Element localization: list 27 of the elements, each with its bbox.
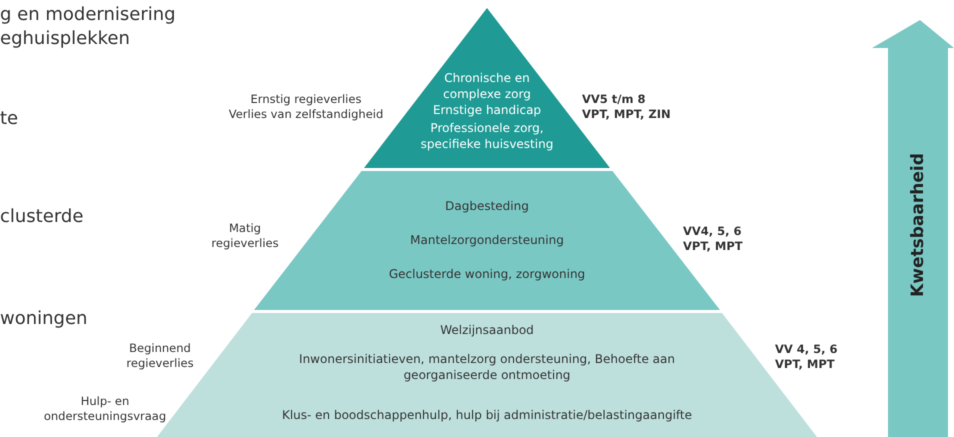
side-label: Beginnend regieverlies (125, 341, 195, 371)
cut-off-heading: woningen (0, 308, 88, 329)
side-label: Matig regieverlies (210, 221, 280, 251)
side-label: Verlies van zelfstandigheid (228, 107, 384, 122)
tier-text: Inwonersinitiatieven, mantelzorg ondersteuning, Behoefte aan georganiseerde ontmoeting (298, 351, 676, 383)
tier-text: Welzijnsaanbod (439, 322, 535, 338)
tier-text: Professionele zorg, specifieke huisvesting (420, 120, 554, 152)
tier-text: Mantelzorgondersteuning (409, 232, 565, 248)
tier-text: Geclusterde woning, zorgwoning (388, 266, 586, 282)
care-code-label: VV4, 5, 6 (683, 224, 742, 239)
cut-off-heading: g en modernisering (0, 4, 176, 25)
tier-text: Klus- en boodschappenhulp, hulp bij administratie/belastingaangifte (280, 407, 694, 423)
care-code-label: VPT, MPT, ZIN (582, 107, 671, 122)
care-code-label: VPT, MPT (683, 239, 743, 254)
tier-text: Chronische en complexe zorg (442, 70, 532, 102)
cut-off-heading: clusterde (0, 206, 84, 227)
up-arrow (872, 20, 954, 437)
cut-off-heading: eghuisplekken (0, 28, 130, 49)
cut-off-heading: te (0, 108, 18, 129)
axis-label: Kwetsbaarheid (908, 153, 928, 297)
care-code-label: VPT, MPT (775, 357, 835, 372)
side-label: Hulp- en ondersteuningsvraag (42, 394, 168, 424)
tier-text: Ernstige handicap (432, 102, 542, 118)
tier-text: Dagbesteding (444, 198, 530, 214)
side-label: Ernstig regieverlies (250, 92, 362, 107)
care-code-label: VV 4, 5, 6 (775, 342, 838, 357)
care-code-label: VV5 t/m 8 (582, 92, 646, 107)
